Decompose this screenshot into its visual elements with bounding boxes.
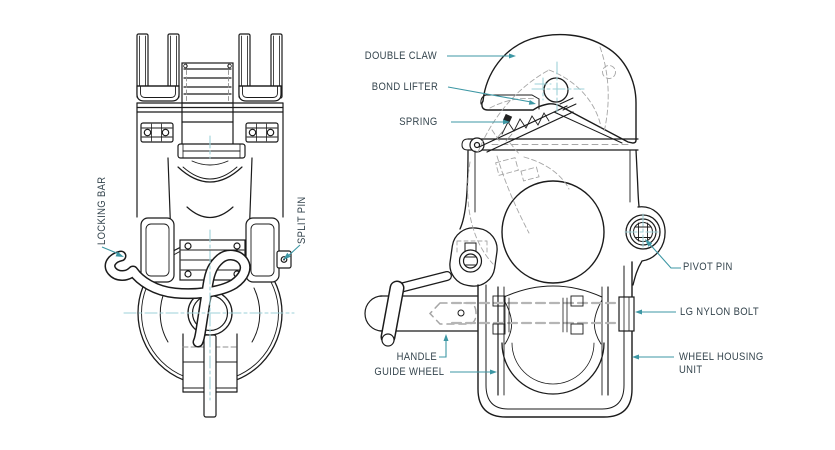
leader-lines [101,53,681,375]
front-side-brackets [140,217,280,283]
leader-arrow-icon [115,251,124,257]
front-locking-bar [104,249,251,348]
label-wheel-housing-unit: WHEEL HOUSING UNIT [679,351,764,376]
label-double-claw: DOUBLE CLAW [364,50,437,62]
front-casing-band [136,102,284,218]
leader-pivot-pin [645,239,681,269]
side-guide-wheel [497,285,609,396]
side-left-boss [449,227,498,287]
leader-guide-wheel [450,369,497,375]
label-spring: SPRING [399,116,438,128]
front-center-block [181,62,234,104]
label-split-pin: SPLIT PIN [296,196,308,244]
label-locking-bar: LOCKING BAR [96,176,108,245]
label-lg-nylon-bolt: LG NYLON BOLT [680,306,759,318]
front-claw-prongs [136,33,283,102]
front-view-drawing [104,33,295,418]
leader-arrow-icon [490,369,497,375]
side-main-body [459,149,640,284]
leader-lg-nylon-bolt [635,309,676,315]
side-handle [380,271,452,347]
leader-locking-bar [101,246,124,257]
side-wheel-housing [477,261,633,418]
leader-arrow-icon [528,100,536,105]
label-pivot-pin: PIVOT PIN [683,261,733,273]
leader-arrow-icon [645,239,653,247]
leader-arrow-icon [632,354,639,360]
leader-arrow-icon [635,309,642,315]
leader-double-claw [447,53,516,59]
side-top-bar [461,137,639,153]
front-centerlines [123,135,295,401]
leader-arrow-icon [283,252,291,260]
leader-bond-lifter [447,86,536,105]
front-mid-body [167,157,253,241]
label-guide-wheel: GUIDE WHEEL [373,366,444,378]
leader-spring [451,119,510,125]
leader-wheel-housing-unit [632,354,674,360]
leader-arrow-icon [509,53,516,59]
side-hidden-lines [467,46,616,265]
leader-arrow-icon [503,119,510,125]
side-nylon-bolt [450,295,635,335]
side-centerlines [531,61,662,251]
label-handle: HANDLE [396,351,437,363]
leader-arrow-icon [443,334,449,341]
label-bond-lifter: BOND LIFTER [371,81,438,93]
leader-handle [439,334,449,358]
side-handle-bar [364,295,478,332]
leader-split-pin [283,244,301,260]
